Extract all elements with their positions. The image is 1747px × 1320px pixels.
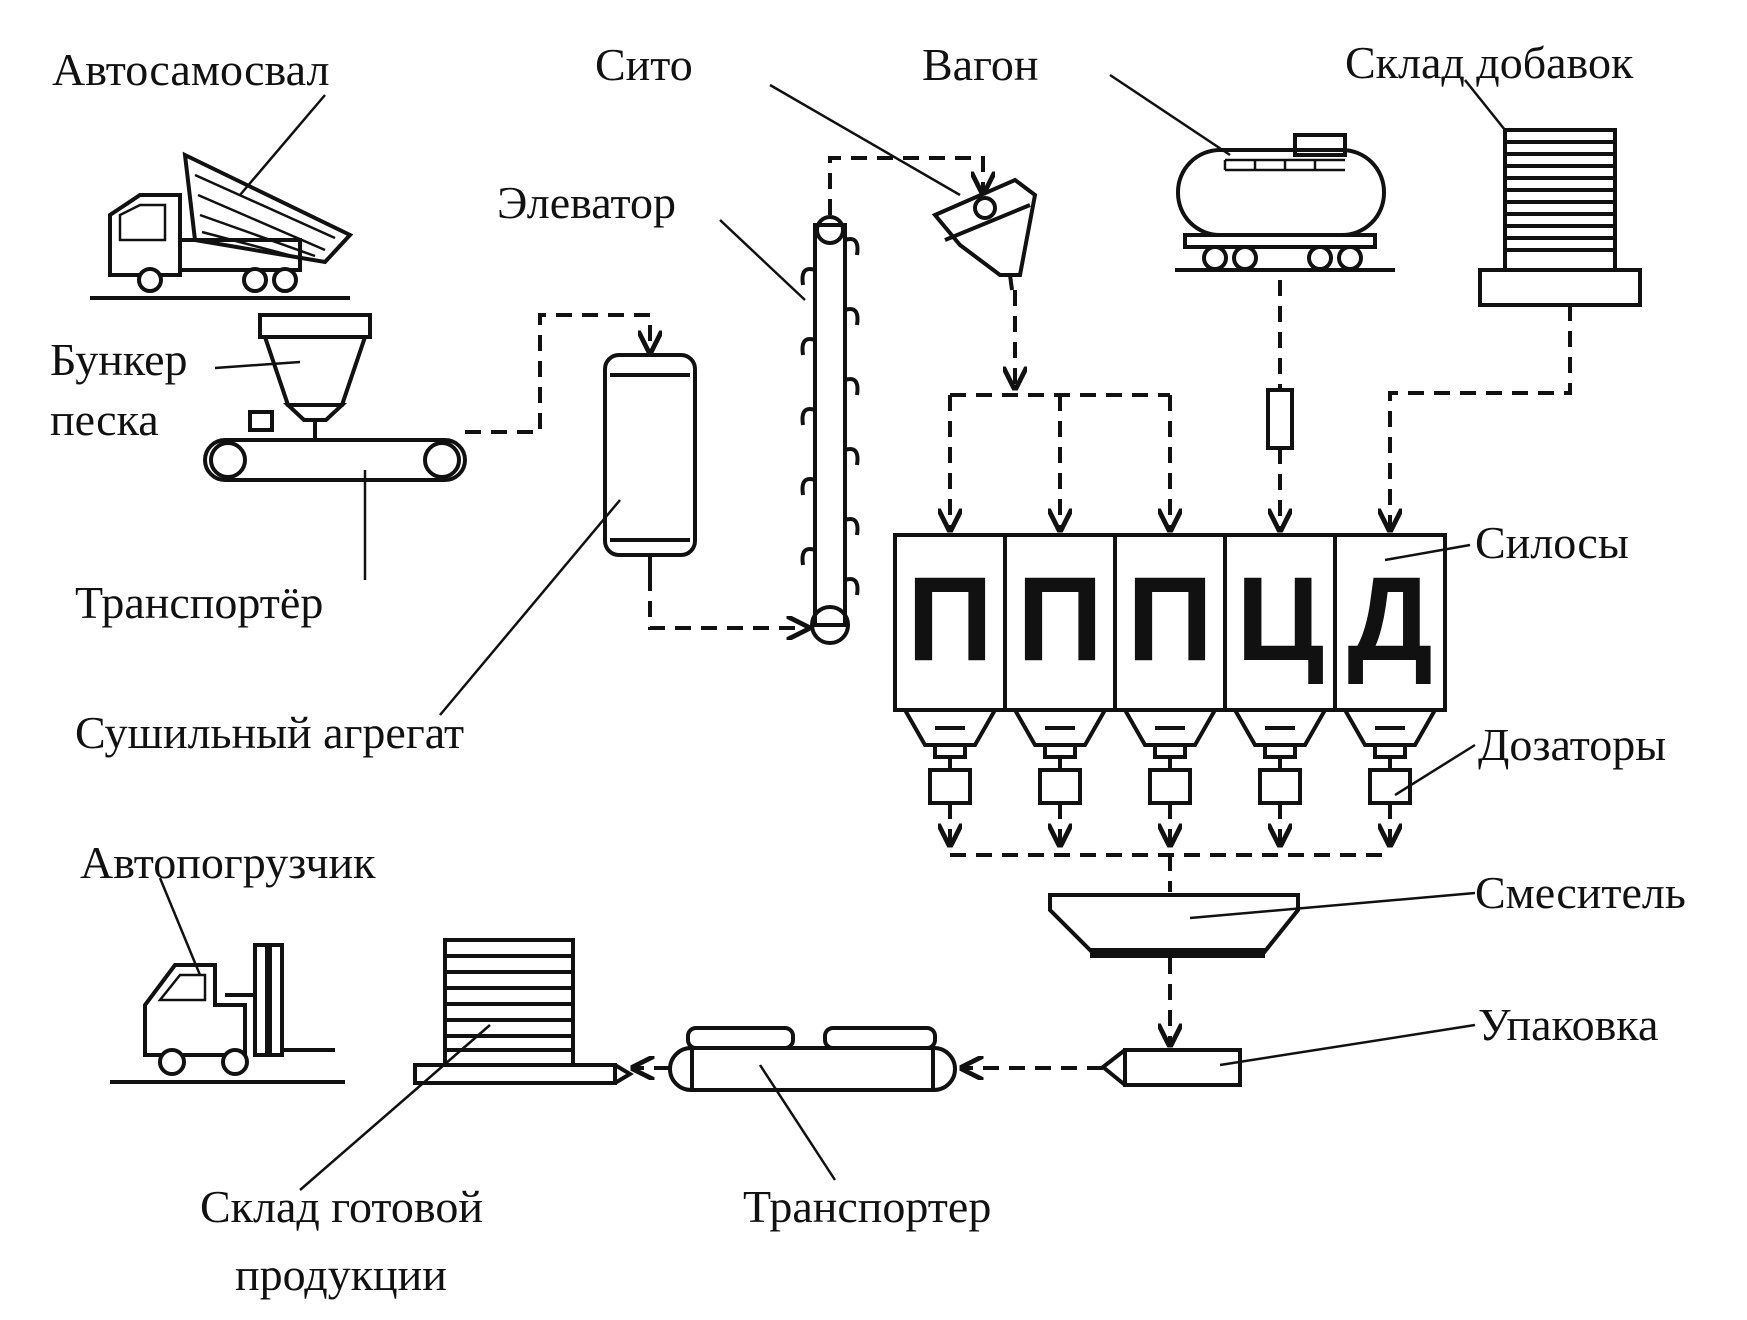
leader-sieve [769,83,961,197]
leader-bottom-transporter [758,1064,837,1181]
leader-sand-bunker [214,360,301,370]
label-wagon: Вагон [922,39,1038,90]
wagon-icon [1175,133,1395,272]
mixer-icon [1048,893,1300,958]
leader-elevator [719,219,806,301]
additive-store-icon [1478,128,1642,307]
top-conveyor-icon [203,438,467,482]
label-forklift: Автопогрузчик [80,837,376,888]
leader-packing [1219,1023,1476,1067]
bottom-conveyor-icon [668,1026,957,1092]
elevator-icon [800,215,860,645]
leader-wagon [1109,73,1231,157]
leader-finished-store [299,1024,491,1191]
label-top-transporter: Транспортёр [75,577,323,628]
leader-dump-truck [239,94,326,196]
label-sand-bunker-2: песка [50,394,159,445]
leader-additive-store [1464,79,1506,131]
label-additive-store: Склад добавок [1345,37,1634,88]
leader-dryer [439,499,621,716]
label-silos: Силосы [1475,517,1629,568]
leader-forklift [158,877,202,976]
label-bottom-transporter: Транспортер [743,1181,991,1232]
label-finished-store-2: продукции [235,1249,447,1300]
dryer-icon [603,353,697,575]
dosers-icon [928,757,1412,805]
silo-cones [901,708,1439,759]
label-dryer: Сушильный агрегат [75,707,464,758]
label-sieve: Сито [595,39,693,90]
packing-icon [1099,1048,1242,1087]
label-dosers: Дозаторы [1478,719,1666,770]
label-mixer: Смеситель [1475,867,1686,918]
silo-letter-4: Ц [1236,552,1324,686]
flow-lines [465,156,1572,1068]
label-elevator: Элеватор [497,177,676,228]
dump-truck-icon [90,151,354,300]
label-dump-truck: Автосамосвал [52,44,329,95]
silos-block: П П П Ц Д [893,533,1447,712]
silo-letter-5: Д [1347,552,1433,686]
silo-letter-1: П [907,552,993,686]
forklift-icon [110,943,345,1084]
label-sand-bunker-1: Бункер [50,334,188,385]
silo-letter-2: П [1017,552,1103,686]
leader-dosers [1394,743,1476,797]
silo-letter-3: П [1127,552,1213,686]
label-packing: Упаковка [1478,999,1658,1050]
leader-mixer [1189,891,1476,920]
label-finished-store-1: Склад готовой [200,1181,483,1232]
sand-bunker-icon [248,313,372,440]
leader-silos [1384,543,1471,562]
sieve-icon [931,177,1038,291]
finished-store-icon [413,938,634,1085]
